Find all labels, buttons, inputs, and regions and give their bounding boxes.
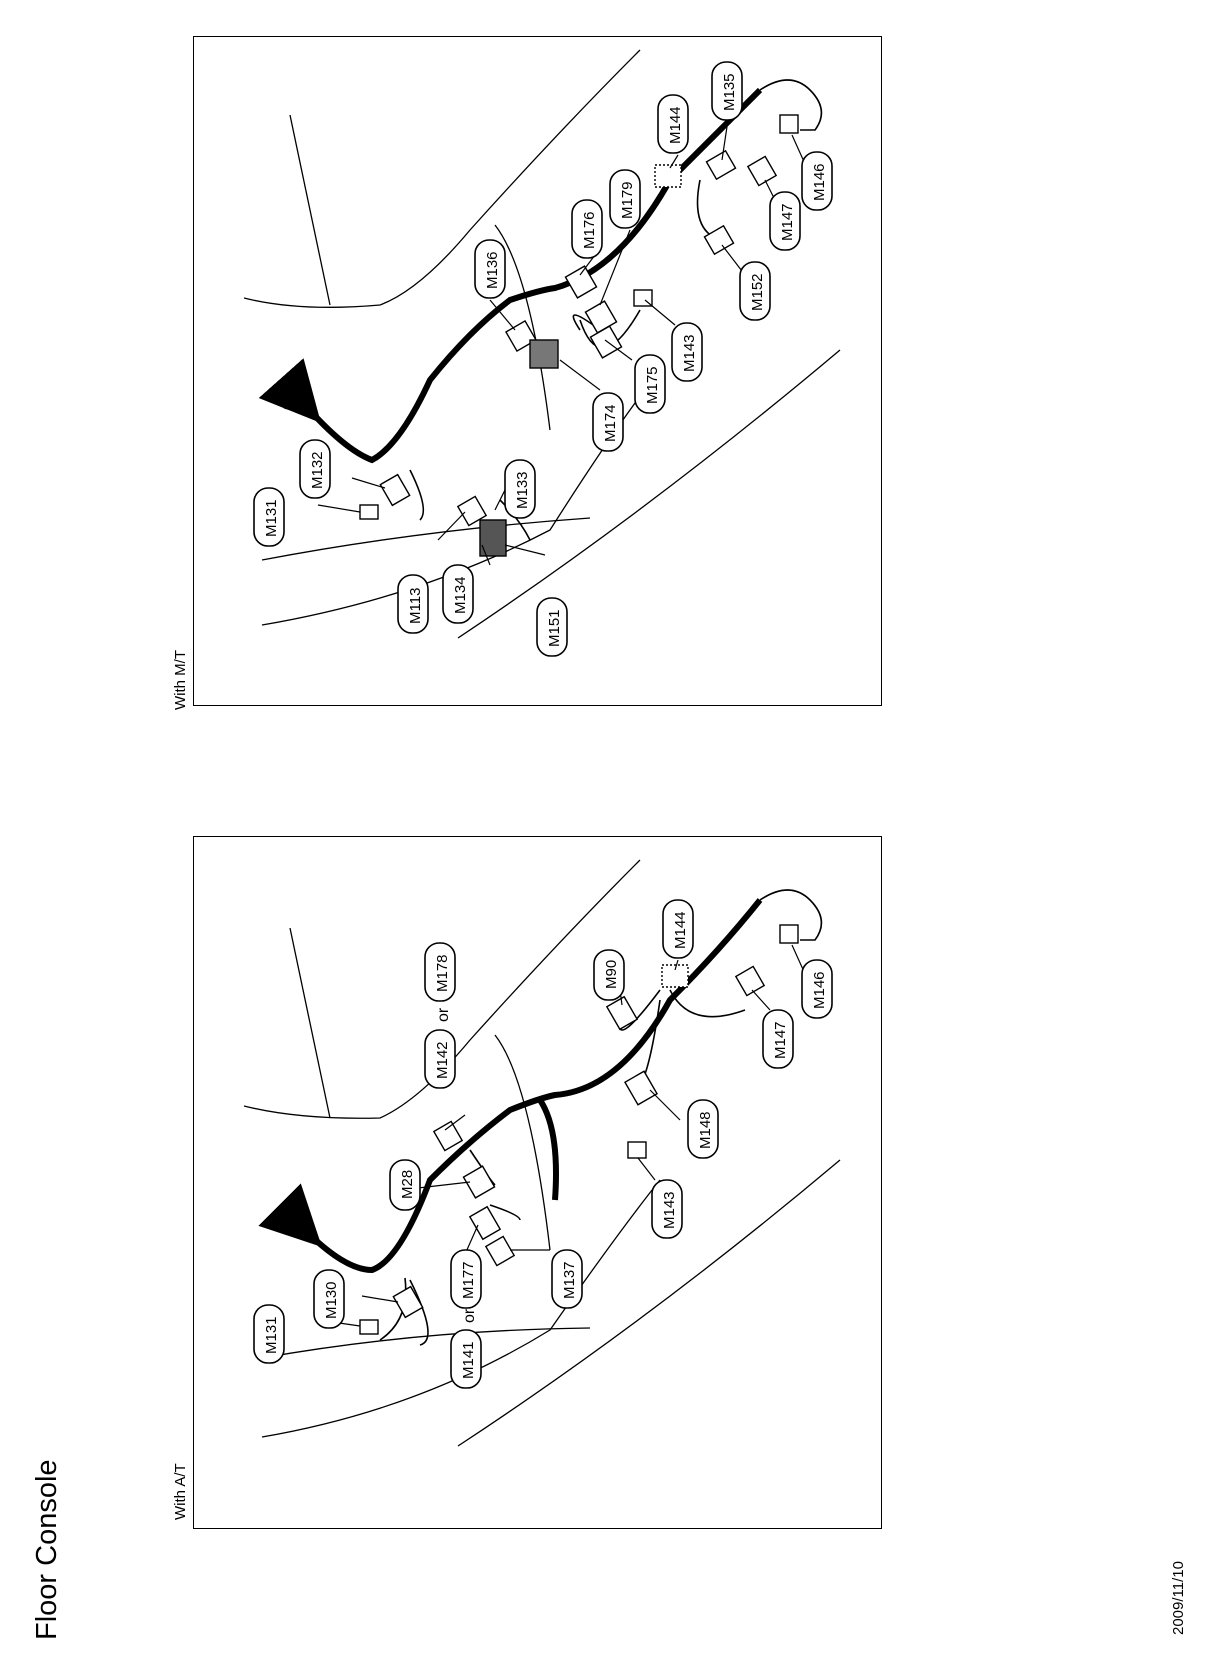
- svg-text:M146: M146: [811, 971, 828, 1009]
- mt-leaders: [317, 119, 811, 566]
- at-or-2: or: [435, 1007, 452, 1022]
- mt-label-M133: M133: [504, 459, 536, 519]
- svg-text:M133: M133: [514, 471, 531, 509]
- at-label-M131: M131: [253, 1304, 285, 1364]
- svg-text:M131: M131: [263, 499, 280, 537]
- at-continuation-circle: [278, 1208, 300, 1230]
- at-label-M141: M141: [450, 1329, 482, 1389]
- mt-label-M113: M113: [397, 574, 429, 634]
- mt-label-M176: M176: [571, 199, 603, 259]
- at-or-1: or: [461, 1308, 478, 1323]
- svg-text:M130: M130: [323, 1281, 340, 1319]
- at-label-M90: M90: [593, 949, 625, 1001]
- svg-text:M142: M142: [434, 1041, 451, 1079]
- mt-label-M147: M147: [769, 191, 801, 251]
- svg-text:M90: M90: [603, 960, 620, 989]
- svg-text:M178: M178: [434, 954, 451, 992]
- svg-text:M179: M179: [619, 181, 636, 219]
- svg-text:M28: M28: [399, 1170, 416, 1199]
- svg-text:M131: M131: [263, 1316, 280, 1354]
- svg-text:M144: M144: [667, 106, 684, 144]
- at-label-M143: M143: [651, 1179, 683, 1239]
- svg-text:M113: M113: [407, 588, 424, 624]
- at-leaders: [317, 944, 811, 1327]
- at-label-M130: M130: [313, 1269, 345, 1329]
- svg-text:M141: M141: [460, 1341, 477, 1379]
- svg-text:M134: M134: [452, 576, 469, 614]
- svg-text:M152: M152: [749, 273, 766, 311]
- svg-text:M174: M174: [602, 404, 619, 442]
- mt-label-M175: M175: [634, 354, 666, 414]
- svg-text:M147: M147: [779, 203, 796, 241]
- mt-label-M146: M146: [801, 151, 833, 211]
- at-continuation-marker: C: [280, 1215, 300, 1228]
- mt-label-M179: M179: [609, 169, 641, 229]
- mt-label-M151: M151: [536, 597, 568, 657]
- mt-continuation-marker: C: [280, 395, 300, 408]
- svg-text:M146: M146: [811, 163, 828, 201]
- svg-text:M136: M136: [484, 251, 501, 289]
- svg-text:M175: M175: [644, 366, 661, 404]
- mt-label-M152: M152: [739, 261, 771, 321]
- at-label-M147: M147: [762, 1009, 794, 1069]
- svg-text:M144: M144: [672, 911, 689, 949]
- svg-text:M143: M143: [661, 1191, 678, 1229]
- mt-label-M132: M132: [299, 439, 331, 499]
- mt-connector-shapes: [359, 114, 799, 557]
- mt-label-M134: M134: [442, 564, 474, 624]
- svg-text:M137: M137: [561, 1261, 578, 1299]
- svg-text:M147: M147: [772, 1021, 789, 1059]
- at-label-M137: M137: [551, 1249, 583, 1309]
- at-label-M177: M177: [450, 1249, 482, 1309]
- diagram-frame-at: [193, 836, 882, 1529]
- at-label-M148: M148: [687, 1099, 719, 1159]
- mt-label-M174: M174: [592, 392, 624, 452]
- at-label-M178: M178: [424, 942, 456, 1002]
- diagram-frame-mt: [193, 36, 882, 706]
- svg-text:M135: M135: [721, 73, 738, 111]
- mt-label-M131: M131: [253, 487, 285, 547]
- at-label-M144: M144: [662, 899, 694, 959]
- svg-text:M148: M148: [697, 1111, 714, 1149]
- at-connector-shapes: [359, 924, 799, 1335]
- at-label-M146: M146: [801, 959, 833, 1019]
- svg-text:M132: M132: [309, 451, 326, 489]
- at-body-lines: [243, 859, 841, 1447]
- svg-text:M151: M151: [546, 609, 563, 647]
- svg-text:M143: M143: [681, 334, 698, 372]
- mt-label-M136: M136: [474, 239, 506, 299]
- mt-label-M135: M135: [711, 61, 743, 121]
- svg-text:M176: M176: [581, 211, 598, 249]
- mt-label-M144: M144: [657, 94, 689, 154]
- mt-body-lines: [243, 49, 841, 639]
- at-label-M142: M142: [424, 1029, 456, 1089]
- mt-label-M143: M143: [671, 322, 703, 382]
- at-label-M28: M28: [389, 1159, 421, 1211]
- svg-text:M177: M177: [460, 1261, 477, 1299]
- mt-continuation-circle: [278, 388, 300, 410]
